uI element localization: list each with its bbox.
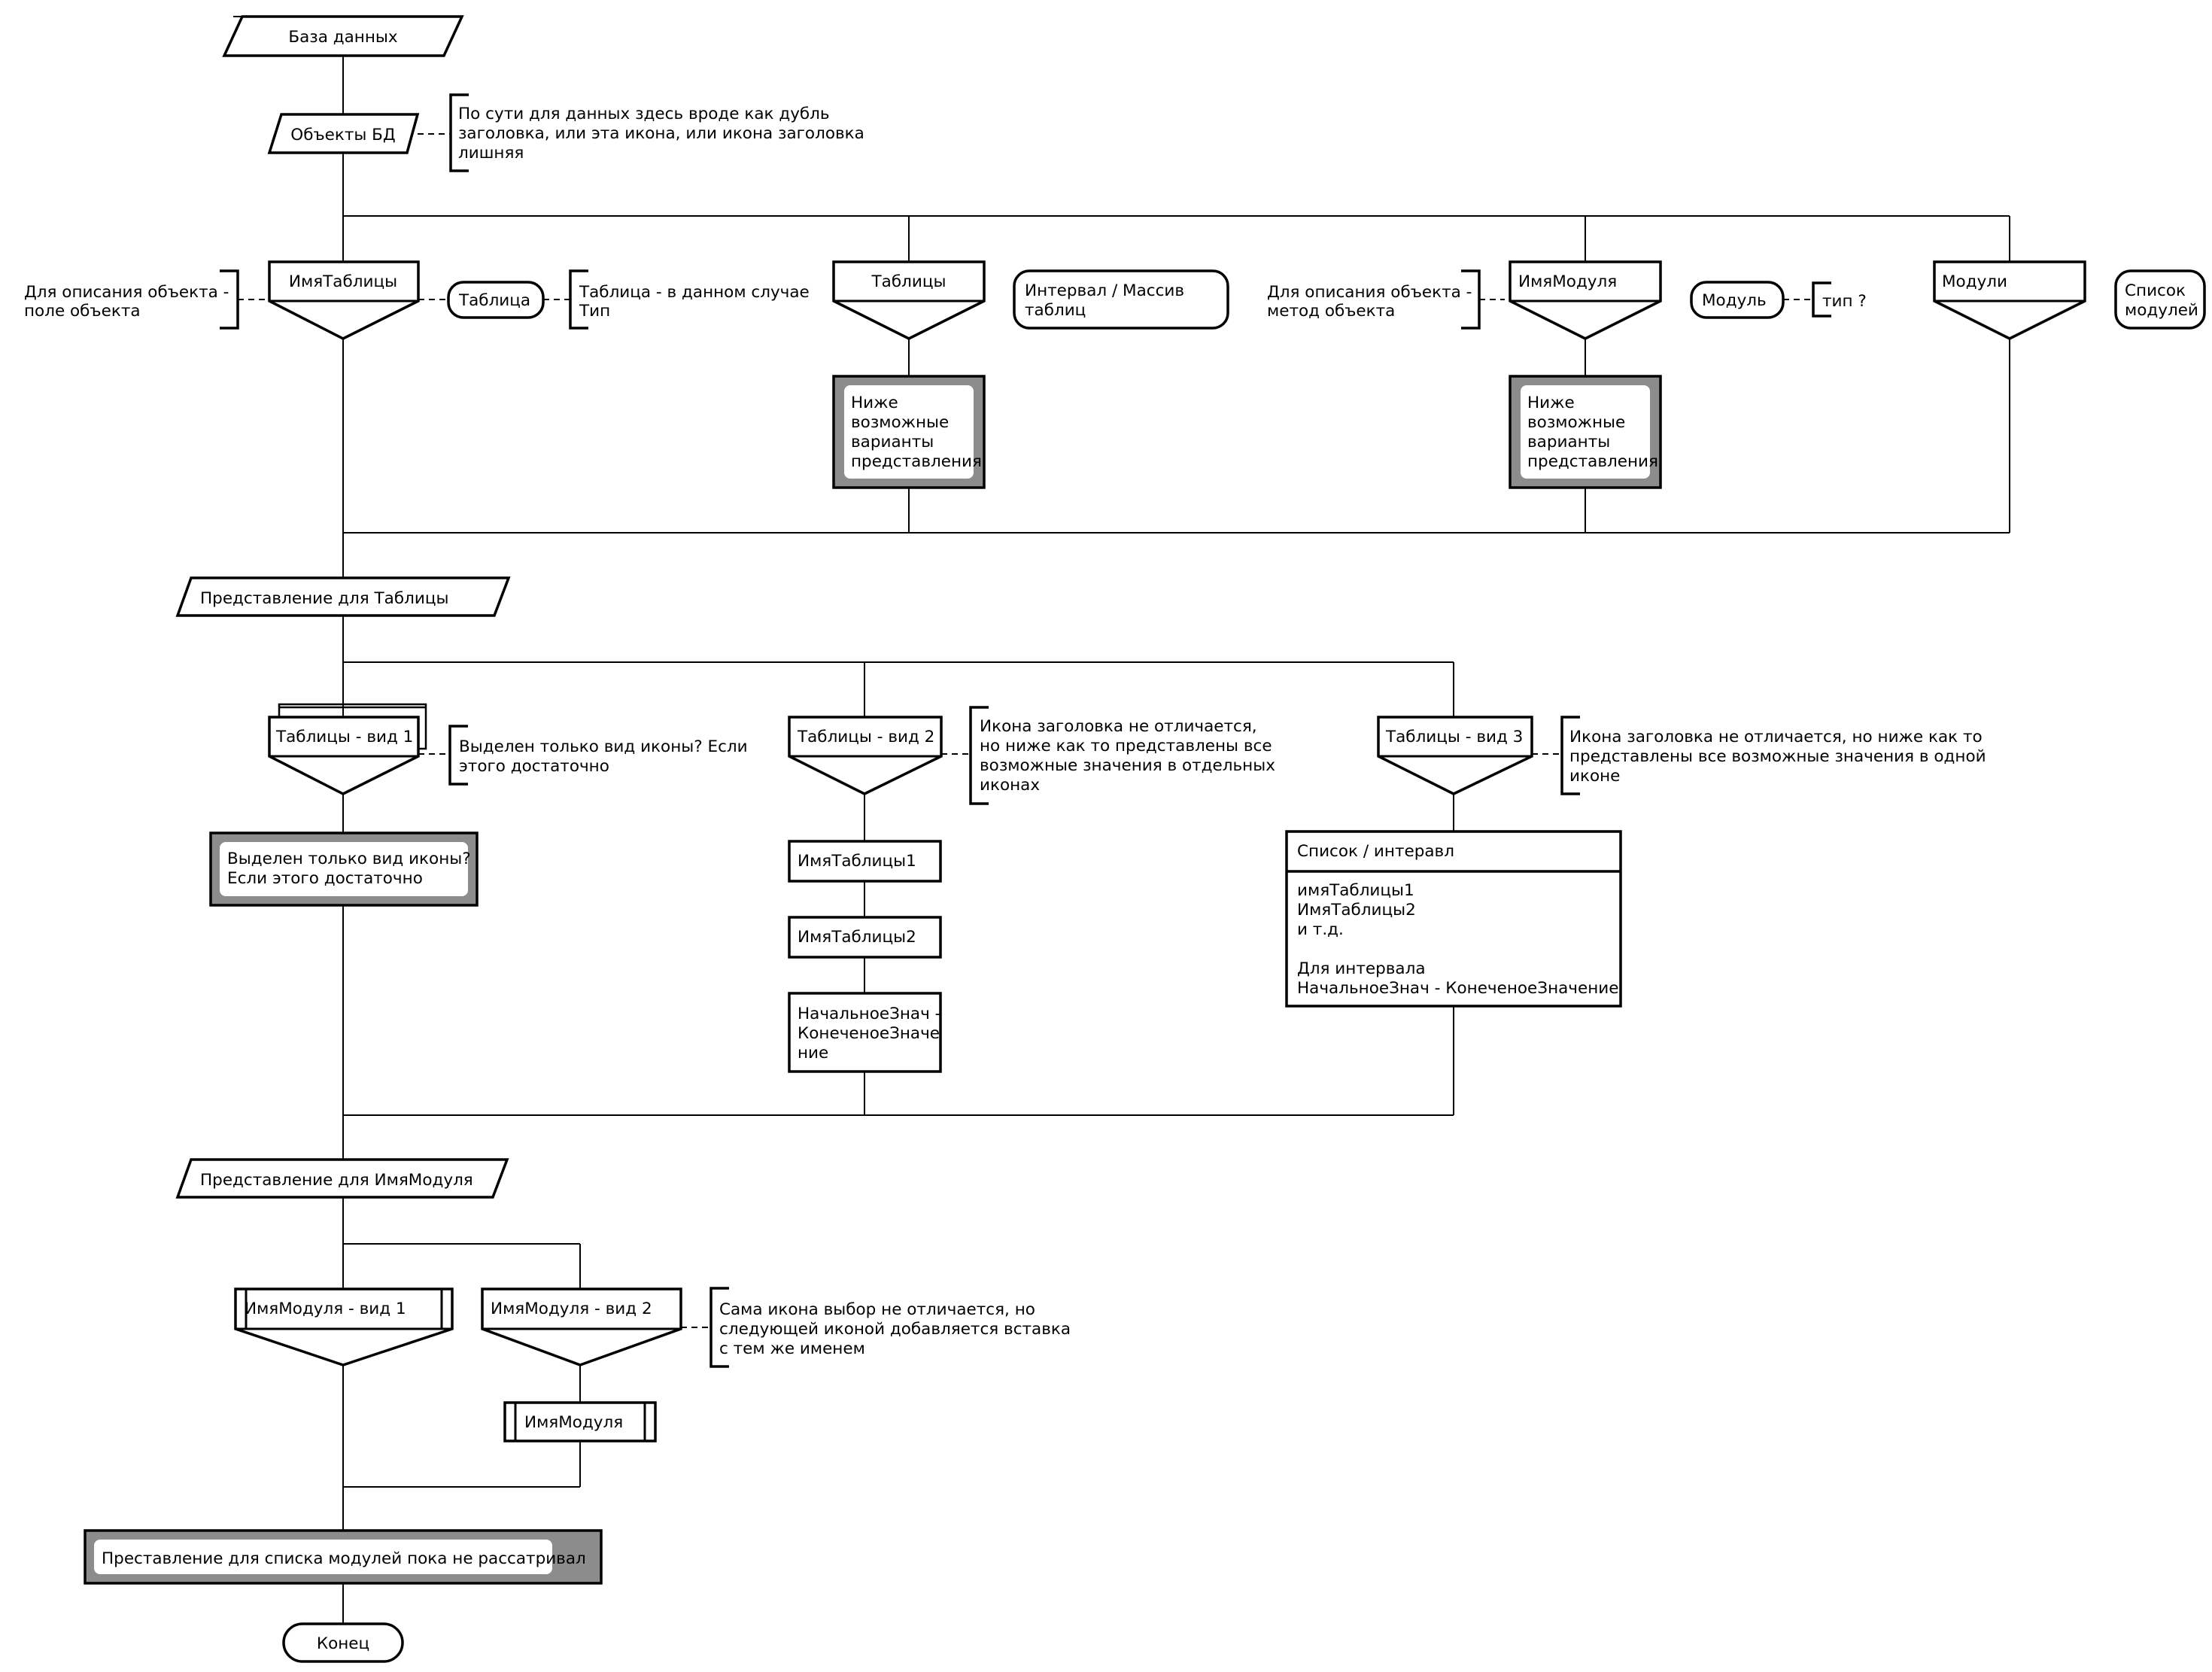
note-bracket-modvid2 [709, 1287, 729, 1368]
note-modtype: тип ? [1822, 292, 1867, 311]
module-view-1[interactable]: ИмяМодуля - вид 1 [234, 1287, 454, 1366]
svg-text:ИмяТаблицы2: ИмяТаблицы2 [798, 928, 916, 947]
branch-tables-label: Таблицы [871, 272, 946, 291]
type-tablename[interactable]: Таблица [447, 281, 545, 319]
type-modules[interactable]: Список модулей [2114, 269, 2206, 330]
branch-modulename-label: ИмяМодуля [1518, 272, 1617, 291]
svg-text:Выделен только вид иконы?: Выделен только вид иконы? Если этого дос… [227, 850, 476, 888]
svg-text:НачальноеЗнач - Конечено: НачальноеЗнач - КонеченоеЗначе ние [798, 1005, 946, 1062]
svg-text:ИмяТаблицы1: ИмяТаблицы1 [798, 852, 916, 871]
type-modulename[interactable]: Модуль [1690, 281, 1785, 319]
branch-tablename-label: ИмяТаблицы [289, 272, 397, 291]
note-vid3: Икона заголовка не отличается, но ниже к… [1569, 728, 1991, 786]
branch-modulename[interactable]: ИмяМодуля [1509, 260, 1662, 340]
type-tablename-label: Таблица [458, 291, 530, 310]
table-view-2-item-2[interactable]: ИмяТаблицы2 [788, 916, 942, 959]
note-bracket-tabletype [569, 269, 588, 330]
note-bracket-field [220, 269, 239, 330]
start-label: База данных [288, 28, 397, 47]
note-bracket-method [1461, 269, 1481, 330]
branch-modules-label: Модули [1942, 272, 2007, 291]
type-tables-label: Интервал / Массив таблиц [1025, 281, 1190, 320]
module-view-header-label: Представление для ИмяМодуля [200, 1171, 473, 1190]
note-bracket-vid1 [448, 725, 468, 786]
end-node[interactable]: Конец [282, 1622, 404, 1663]
objects-label: Объекты БД [290, 126, 395, 144]
table-view-2-range[interactable]: НачальноеЗнач - КонеченоеЗначе ние [788, 992, 946, 1073]
table-view-1-note: Выделен только вид иконы? Если этого дос… [209, 831, 479, 907]
module-view-2-insert[interactable]: ИмяМодуля [503, 1401, 657, 1442]
table-view-3-list[interactable]: Список / интеравл имяТаблицы1 ИмяТаблицы… [1285, 830, 1622, 1008]
note-bracket-dub [449, 93, 469, 172]
module-list-note: Преставление для списка модулей пока не … [84, 1529, 603, 1585]
note-bracket-modtype [1812, 281, 1831, 318]
module-view-2-label: ИмяМодуля - вид 2 [491, 1300, 652, 1318]
note-method: Для описания объекта - метод объекта [1267, 283, 1477, 321]
type-tables[interactable]: Интервал / Массив таблиц [1013, 269, 1229, 330]
table-view-header[interactable]: Представление для Таблицы [175, 576, 511, 617]
note-vid2: Икона заголовка не отличается, но ниже к… [980, 717, 1281, 795]
table-view-3[interactable]: Таблицы - вид 3 [1377, 716, 1533, 795]
table-view-1-label: Таблицы - вид 1 [275, 728, 413, 746]
note-field: Для описания объекта - поле объекта [24, 283, 234, 321]
annotation-links [238, 133, 1813, 1328]
module-view-2-insert-label: ИмяМодуля [524, 1413, 623, 1432]
start-node[interactable]: База данных [222, 15, 464, 57]
table-view-1[interactable]: Таблицы - вид 1 [268, 703, 427, 795]
note-box-modulename: Ниже возможные варианты представления [1509, 375, 1662, 489]
type-modulename-label: Модуль [1702, 291, 1767, 310]
svg-text:Преставление для списка модуле: Преставление для списка модулей пока не … [102, 1549, 586, 1568]
branch-tables[interactable]: Таблицы [832, 260, 986, 340]
type-modules-label: Список модулей [2125, 281, 2198, 320]
svg-text:Ниже возможные вар: Ниже возможные варианты представления [1527, 394, 1658, 471]
module-view-header[interactable]: Представление для ИмяМодуля [175, 1158, 509, 1199]
table-view-3-list-title: Список / интеравл [1297, 842, 1454, 861]
table-view-2-item-1[interactable]: ИмяТаблицы1 [788, 840, 942, 883]
table-view-3-list-body: имяТаблицы1 ИмяТаблицы2 и т.д. Для интер… [1297, 881, 1619, 998]
branch-tablename[interactable]: ИмяТаблицы [268, 260, 420, 340]
table-view-2-label: Таблицы - вид 2 [797, 728, 934, 746]
note-dub: По сути для данных здесь вроде как дубль… [458, 105, 870, 163]
table-view-header-label: Представление для Таблицы [200, 589, 448, 608]
svg-text:Ниже возможные вар: Ниже возможные варианты представления [851, 394, 982, 471]
note-bracket-vid2 [969, 706, 989, 805]
note-modvid2: Сама икона выбор не отличается, но следу… [719, 1300, 1076, 1358]
branch-modules[interactable]: Модули [1933, 260, 2086, 340]
module-view-2[interactable]: ИмяМодуля - вид 2 [481, 1287, 682, 1366]
note-box-tables: Ниже возможные варианты представления [832, 375, 986, 489]
note-bracket-vid3 [1560, 716, 1580, 795]
note-vid1: Выделен только вид иконы? Если этого дос… [459, 737, 752, 776]
table-view-2[interactable]: Таблицы - вид 2 [788, 716, 943, 795]
note-tabletype: Таблица - в данном случае Тип [579, 283, 815, 321]
objects-node[interactable]: Объекты БД [267, 113, 420, 154]
module-view-1-label: ИмяМодуля - вид 1 [245, 1300, 406, 1318]
end-label: Конец [317, 1634, 369, 1653]
table-view-3-label: Таблицы - вид 3 [1385, 728, 1523, 746]
